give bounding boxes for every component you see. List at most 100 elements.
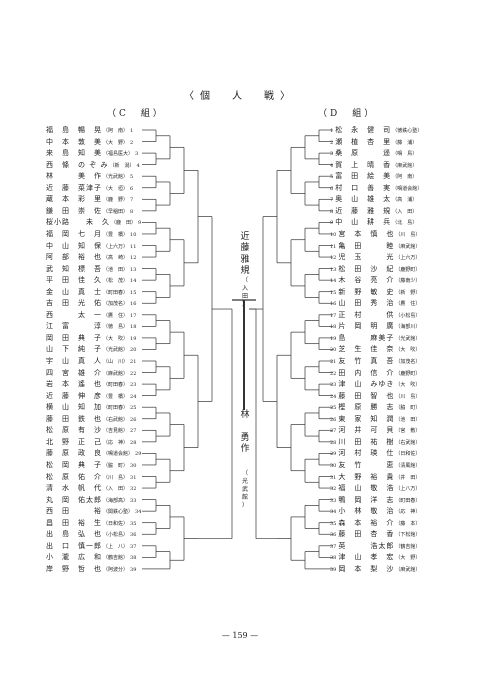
seed-number: 38 [130,555,137,562]
entrant-name: 西 條 の ぞ み [46,160,109,169]
entrant-affiliation: （池 田） [103,266,129,273]
entrant-affiliation: （町田春） [103,405,129,412]
entrant-row: 西 條 の ぞ み（新 潟）4 [46,160,140,170]
entrant-row: 小 瀧 広 和（鶴吉館）38 [46,552,136,562]
d-group-label: （D 組） [318,109,377,119]
entrant-affiliation: （関鉄心塾） [103,509,134,516]
entrant-affiliation: （加茂名） [103,301,129,308]
entrant-name: 桜小路 未 久 [46,218,110,227]
entrant-affiliation: （入 田） [103,486,129,493]
entrant-name: 蔵 本 彩 里 [46,195,102,204]
entrant-row: 藤 原 政 良（鳴道会館）29 [46,448,141,458]
entrant-name: 中 本 敦 美 [46,137,102,146]
entrant-affiliation: （吉見館） [103,428,129,435]
seed-number: 2 [330,139,334,146]
entrant-row: 岩 本 遙 也（町田春）23 [46,379,136,389]
upper-finalist-name: 近藤雅規 [240,232,250,278]
entrant-affiliation: （町田春） [103,382,129,389]
entrant-affiliation: （応 神） [395,509,421,516]
seed-number: 29 [135,451,142,458]
entrant-affiliation: （上六万） [103,243,129,250]
finalist-char: 作 [240,444,250,455]
entrant-name: 宇 山 真 人 [46,357,102,365]
entrant-name: 津 山 孝 宏 [338,553,395,562]
seed-number: 6 [130,185,134,192]
entrant-name: 樫 原 勝 志 [338,403,395,412]
entrant-name: 横 山 知 加 [46,403,102,412]
entrant-affiliation: （山 川） [103,359,129,365]
entrant-affiliation: （大 野） [395,555,421,562]
entrant-name: 中 山 知 保 [46,241,102,250]
entrant-affiliation: （藤 本） [395,520,421,527]
seed-number: 16 [130,301,137,308]
entrant-row: 松 原 佑 介（川 島）31 [46,472,136,482]
entrant-affiliation: （豊 橋） [103,231,129,238]
entrant-affiliation: （鷹 住） [103,312,129,319]
lower-finalist-affiliation: （光武館） [240,470,250,510]
seed-number: 34 [330,509,337,516]
entrant-row: 昌 田 裕 生（日和佐）35 [46,518,136,528]
entrant-name: 西 太 一 [46,310,102,319]
seed-number: 36 [130,532,137,539]
entrant-row: 蔵 本 彩 里（鹿 野）7 [46,194,133,204]
entrant-name: 松 岡 典 子 [46,460,102,469]
upper-finalist-affiliation: （入田） [240,277,250,309]
entrant-affiliation: （鹿野町） [395,266,421,273]
entrant-name: 賀 上 晴 香 [335,160,392,169]
entrant-row: 宇 山 真 人（山 川）21 [46,356,136,366]
entrant-affiliation: （豊 橋） [103,393,129,400]
entrant-row: 岡 田 典 子（大 吹）19 [46,333,136,343]
seed-number: 8 [330,208,334,215]
seed-number: 21 [130,359,137,365]
entrant-name: 出 島 弘 也 [46,530,102,539]
entrant-name: 木 谷 亮 介 [338,276,395,285]
entrant-affiliation: （徳 島） [103,324,129,331]
seed-number: 26 [330,416,337,423]
seed-number: 26 [130,416,137,423]
entrant-affiliation: （右武館） [103,416,129,423]
entrant-affiliation: （海部川） [395,324,421,331]
entrant-row: 松 原 有 沙（吉見館）27 [46,425,136,435]
entrant-name: 近 藤 雅 規 [335,206,392,215]
entrant-name: 大 野 裕 貴 [338,472,395,481]
entrant-row: 阿 部 裕 也（高 崎）12 [46,252,136,262]
entrant-affiliation: （大 吹） [395,347,421,354]
entrant-affiliation: （脇 町） [103,462,129,469]
entrant-affiliation: （鹿 野） [103,197,129,204]
seed-number: 25 [330,405,337,412]
entrant-affiliation: （池 田） [395,416,421,423]
entrant-row: 武 知 標 吾（池 田）13 [46,264,136,274]
seed-number: 5 [130,174,134,181]
entrant-name: 中 山 耕 兵 [335,218,392,227]
entrant-affiliation: （松 茂） [103,278,129,285]
finalist-char [240,421,250,432]
entrant-affiliation: （鶴吉館） [395,543,421,550]
seed-number: 19 [130,335,137,342]
entrant-affiliation: （小松島） [395,312,421,319]
seed-number: 18 [130,324,137,331]
entrant-name: 英 浩太郎 [338,541,395,550]
entrant-affiliation: （下松館） [395,532,421,539]
entrant-affiliation: （麻武館） [395,566,421,573]
c-group-label: （C 組） [107,109,165,119]
finalist-char: （ [241,277,248,284]
entrant-affiliation: （高 浦） [392,197,418,204]
entrant-name: 津 山 みゆき [338,380,395,389]
seed-number: 18 [330,324,337,331]
entrant-affiliation: （町田春） [103,289,129,296]
seed-number: 25 [130,405,137,412]
lower-finalist-name: 林 勇作 [240,410,250,456]
entrant-affiliation: （早稲田） [103,208,129,215]
